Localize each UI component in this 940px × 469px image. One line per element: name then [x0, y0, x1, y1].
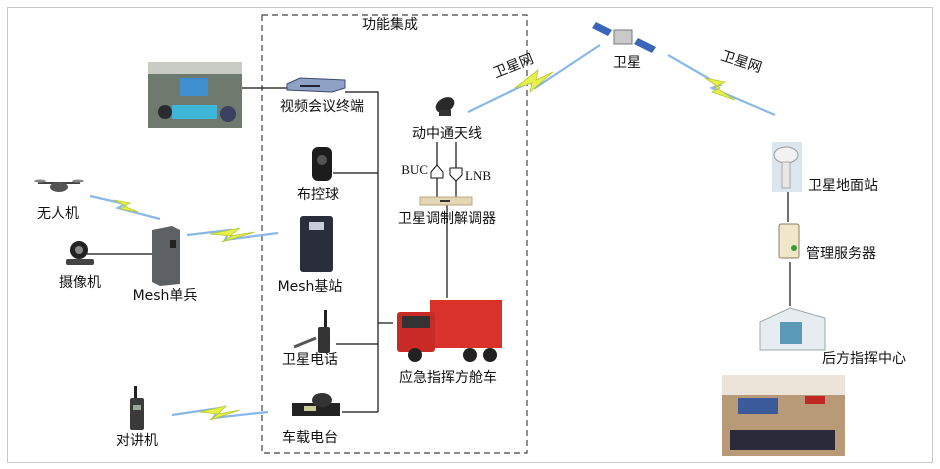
dome-camera-label: 布控球 [297, 187, 339, 203]
walkie-talkie-icon [130, 386, 144, 430]
antenna-label: 动中通天线 [412, 126, 482, 142]
function-integration-box [261, 14, 528, 454]
lnb-amplifier-icon [449, 167, 463, 182]
buc-amplifier-icon [430, 164, 444, 179]
ground-station-label: 卫星地面站 [808, 178, 878, 194]
lnb-label: LNB [465, 168, 491, 183]
conference-photo [148, 62, 242, 128]
satellite-phone-label: 卫星电话 [282, 352, 338, 368]
outer-frame [7, 7, 933, 463]
sat-net-label-right: 卫星网 [719, 48, 764, 76]
vehicle-label: 应急指挥方舱车 [399, 369, 497, 386]
server-icon [778, 223, 800, 259]
dome-camera-icon [312, 147, 332, 181]
ptz-camera-icon [66, 241, 94, 265]
satellite-label: 卫星 [613, 55, 641, 71]
mesh-single-soldier-icon [152, 226, 180, 286]
command-center-building-icon [759, 307, 826, 351]
wireless-link-walkie [171, 405, 269, 421]
mesh-base-label: Mesh基站 [278, 278, 343, 295]
wired-links [87, 87, 791, 413]
wireless-link-satellite-ground [667, 54, 776, 117]
satellite-icon [592, 22, 656, 53]
wireless-link-drone [89, 194, 161, 221]
vehicle-radio-icon [292, 393, 340, 416]
command-vehicle-icon [397, 300, 502, 362]
video-terminal-label: 视频会议终端 [280, 99, 364, 115]
satellite-modem-icon [419, 196, 473, 206]
camera-label: 摄像机 [59, 275, 101, 291]
mesh-single-label: Mesh单兵 [133, 288, 198, 304]
buc-label: BUC [401, 162, 428, 177]
wireless-link-antenna-satellite [467, 44, 601, 113]
satellite-antenna-icon [435, 97, 455, 116]
command-hall-photo [722, 375, 845, 456]
satellite-phone-icon [293, 310, 330, 353]
group-title: 功能集成 [362, 16, 418, 33]
modem-label: 卫星调制解调器 [398, 211, 496, 227]
command-center-label: 后方指挥中心 [822, 351, 906, 367]
drone-label: 无人机 [37, 206, 79, 222]
walkie-label: 对讲机 [116, 433, 158, 449]
wireless-link-mesh [186, 227, 279, 243]
drone-icon [34, 179, 84, 192]
ground-station-icon [772, 142, 802, 192]
server-label: 管理服务器 [806, 246, 876, 262]
video-terminal-icon [286, 77, 346, 93]
mesh-base-station-icon [300, 216, 333, 272]
vehicle-radio-label: 车载电台 [282, 429, 338, 446]
